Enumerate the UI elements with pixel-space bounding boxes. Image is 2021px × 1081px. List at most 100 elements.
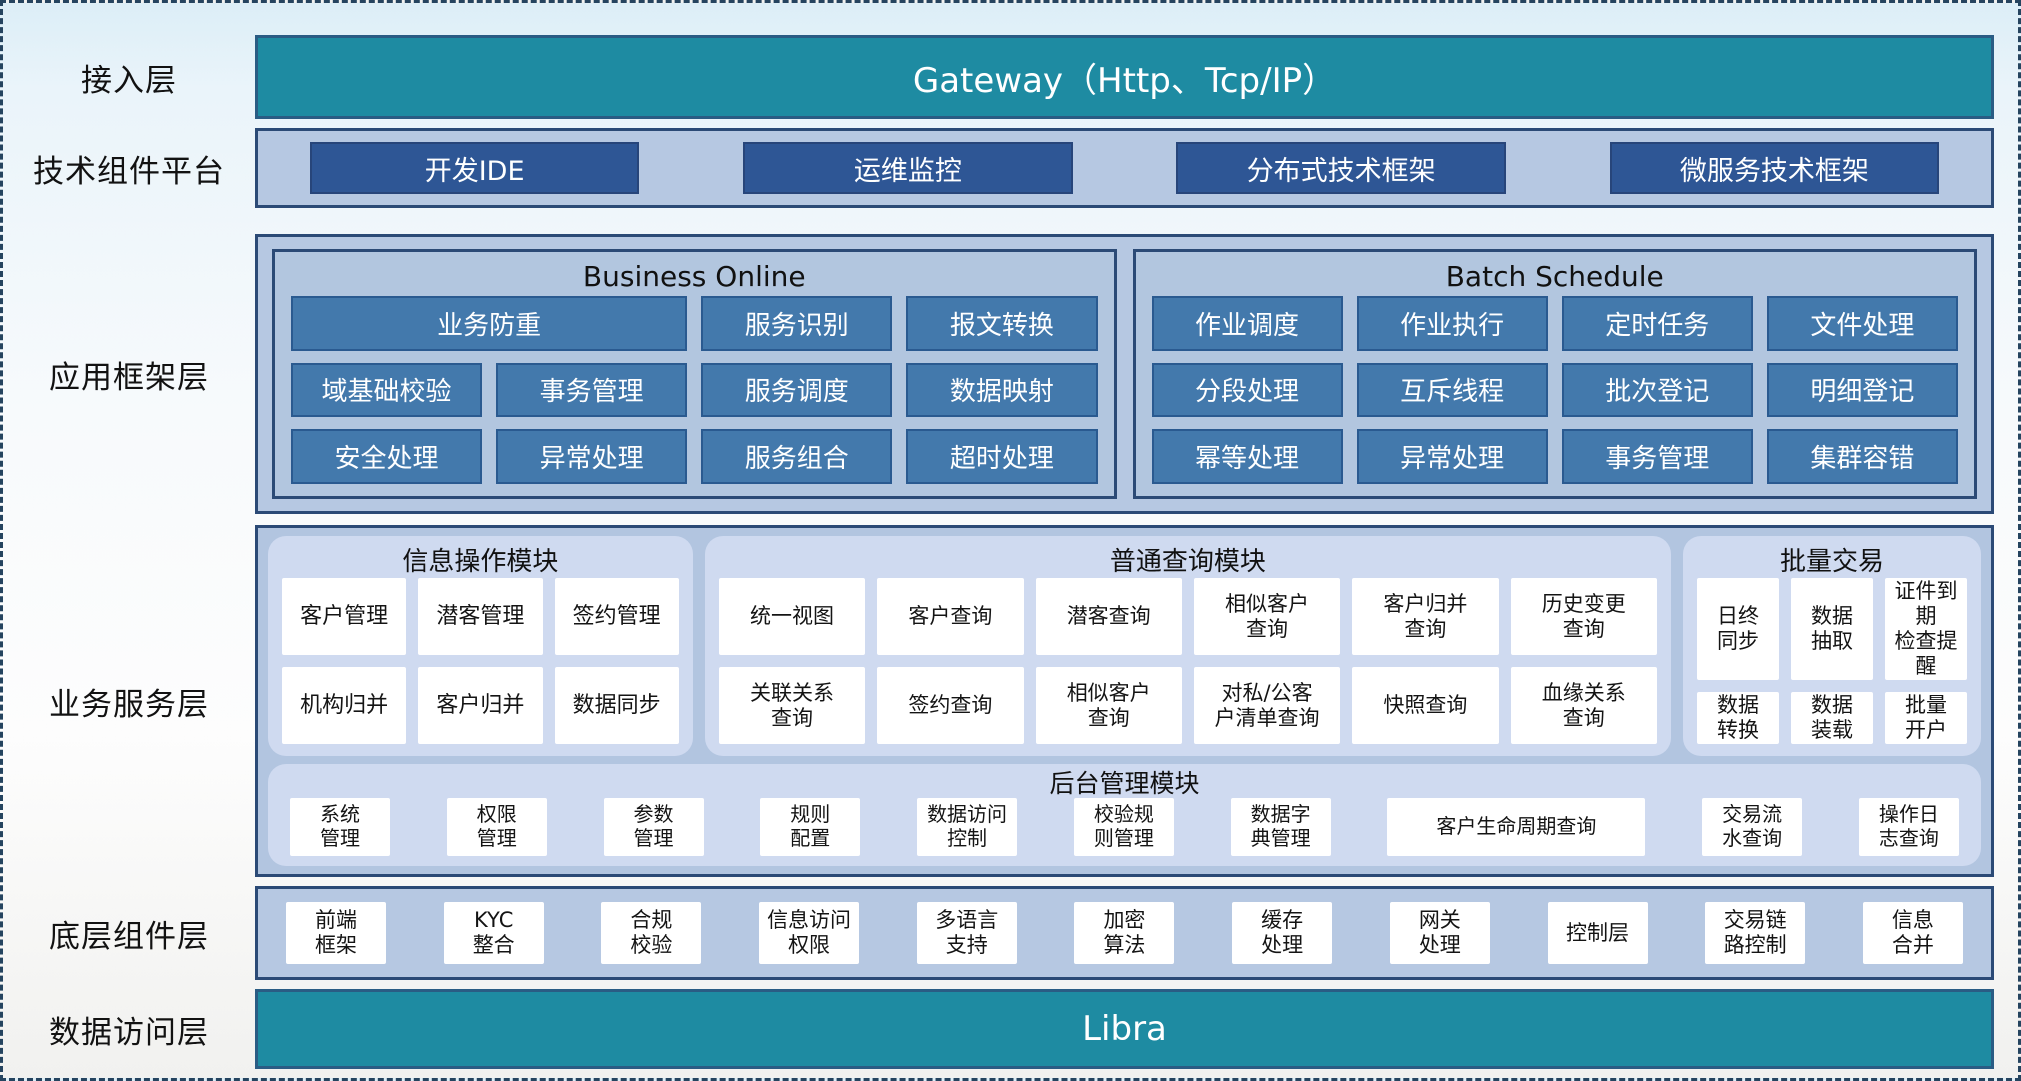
module-box: 互斥线程 bbox=[1356, 362, 1548, 418]
module-box: 事务管理 bbox=[1561, 429, 1753, 484]
module-box: 作业执行 bbox=[1356, 296, 1548, 351]
service-card: 快照查询 bbox=[1352, 667, 1499, 744]
component-card: KYC 整合 bbox=[443, 902, 544, 964]
batch-trade-grid: 日终 同步 数据 抽取 证件到期 检查提醒 数据 转换 数据 装载 批量 开户 bbox=[1696, 578, 1967, 744]
component-card: 控制层 bbox=[1547, 902, 1648, 964]
business-online-title: Business Online bbox=[582, 259, 806, 293]
info-ops-panel: 信息操作模块 客户管理 潜客管理 签约管理 机构归并 客户归并 数据同步 bbox=[268, 536, 693, 756]
service-card: 机构归并 bbox=[282, 667, 407, 744]
layer-label-tech-platform: 技术组件平台 bbox=[33, 153, 225, 190]
module-box: 明细登记 bbox=[1766, 362, 1958, 418]
service-card: 数据 抽取 bbox=[1790, 578, 1873, 680]
component-card: 网关 处理 bbox=[1389, 902, 1490, 964]
info-ops-grid: 客户管理 潜客管理 签约管理 机构归并 客户归并 数据同步 bbox=[282, 578, 679, 744]
business-online-grid: 业务防重 服务识别 报文转换 域基础校验 事务管理 服务调度 数据映射 安全处理… bbox=[291, 296, 1098, 484]
module-box: 文件处理 bbox=[1766, 296, 1958, 351]
service-card: 相似客户 查询 bbox=[1035, 667, 1182, 744]
business-service-container: 信息操作模块 客户管理 潜客管理 签约管理 机构归并 客户归并 数据同步 普通查… bbox=[255, 525, 1994, 877]
module-box: 业务防重 bbox=[291, 296, 688, 351]
module-box: 集群容错 bbox=[1766, 429, 1958, 484]
service-card: 权限 管理 bbox=[446, 798, 547, 856]
service-card: 交易流 水查询 bbox=[1702, 798, 1803, 856]
service-card: 相似客户 查询 bbox=[1193, 578, 1341, 655]
component-card: 交易链 路控制 bbox=[1705, 902, 1806, 964]
module-box: 定时任务 bbox=[1561, 296, 1753, 351]
module-box: 幂等处理 bbox=[1151, 429, 1343, 484]
layer-label-business-service: 业务服务层 bbox=[49, 686, 209, 723]
base-components-container: 前端 框架 KYC 整合 合规 校验 信息访问 权限 多语言 支持 加密 算法 … bbox=[255, 886, 1994, 980]
service-card: 客户归并 查询 bbox=[1352, 578, 1499, 655]
module-box: 数据映射 bbox=[906, 362, 1098, 418]
service-card: 潜客管理 bbox=[418, 578, 543, 655]
general-query-title: 普通查询模块 bbox=[1109, 546, 1266, 577]
module-box: 服务识别 bbox=[701, 296, 893, 351]
module-box: 服务组合 bbox=[701, 429, 893, 484]
service-card: 签约查询 bbox=[877, 667, 1024, 744]
service-card: 关联关系 查询 bbox=[718, 667, 866, 744]
batch-trade-title: 批量交易 bbox=[1779, 546, 1884, 577]
module-box: 安全处理 bbox=[291, 429, 483, 484]
module-box: 批次登记 bbox=[1561, 362, 1753, 418]
service-card: 数据访问 控制 bbox=[917, 798, 1018, 856]
service-card: 系统 管理 bbox=[290, 798, 390, 856]
tech-item-microservice-framework: 微服务技术框架 bbox=[1609, 142, 1939, 194]
layer-label-base-components: 底层组件层 bbox=[49, 918, 209, 955]
service-card: 操作日 志查询 bbox=[1858, 798, 1959, 856]
service-card: 数据同步 bbox=[554, 667, 679, 744]
general-query-grid: 统一视图 客户查询 潜客查询 相似客户 查询 客户归并 查询 历史变更 查询 关… bbox=[718, 578, 1657, 744]
service-card: 日终 同步 bbox=[1696, 578, 1779, 680]
batch-schedule-panel: Batch Schedule 作业调度 作业执行 定时任务 文件处理 分段处理 … bbox=[1132, 249, 1977, 499]
service-card: 数据字 典管理 bbox=[1230, 798, 1331, 856]
batch-trade-panel: 批量交易 日终 同步 数据 抽取 证件到期 检查提醒 数据 转换 数据 装载 批… bbox=[1682, 536, 1981, 756]
tech-platform-row: 技术组件平台 开发IDE 运维监控 分布式技术框架 微服务技术框架 bbox=[3, 128, 1994, 208]
access-layer-row: 接入层 Gateway（Http、Tcp/IP） bbox=[3, 35, 1994, 119]
service-card: 证件到期 检查提醒 bbox=[1884, 578, 1967, 680]
batch-schedule-title: Batch Schedule bbox=[1445, 259, 1664, 293]
service-card: 数据 装载 bbox=[1790, 691, 1873, 744]
component-card: 合规 校验 bbox=[601, 902, 702, 964]
service-card: 客户查询 bbox=[877, 578, 1024, 655]
tech-item-distributed-framework: 分布式技术框架 bbox=[1176, 142, 1506, 194]
component-card: 多语言 支持 bbox=[916, 902, 1017, 964]
service-card: 参数 管理 bbox=[603, 798, 704, 856]
service-card: 签约管理 bbox=[554, 578, 679, 655]
service-card: 历史变更 查询 bbox=[1510, 578, 1657, 655]
component-card: 信息 合并 bbox=[1862, 902, 1963, 964]
service-card: 规则 配置 bbox=[760, 798, 861, 856]
layer-label-data-access: 数据访问层 bbox=[49, 1014, 209, 1051]
layer-label-app-framework: 应用框架层 bbox=[49, 359, 209, 396]
service-card: 校验规 则管理 bbox=[1073, 798, 1174, 856]
module-box: 异常处理 bbox=[496, 429, 688, 484]
app-framework-container: Business Online 业务防重 服务识别 报文转换 域基础校验 事务管… bbox=[255, 234, 1994, 514]
module-box: 分段处理 bbox=[1151, 362, 1343, 418]
module-box: 超时处理 bbox=[906, 429, 1098, 484]
admin-module-title: 后台管理模块 bbox=[1049, 769, 1200, 798]
service-card: 潜客查询 bbox=[1035, 578, 1182, 655]
service-card: 客户归并 bbox=[418, 667, 543, 744]
libra-bar: Libra bbox=[255, 989, 1994, 1069]
business-service-top-row: 信息操作模块 客户管理 潜客管理 签约管理 机构归并 客户归并 数据同步 普通查… bbox=[268, 536, 1981, 756]
service-card: 批量 开户 bbox=[1884, 691, 1967, 744]
module-box: 事务管理 bbox=[496, 362, 688, 418]
service-card: 数据 转换 bbox=[1696, 691, 1779, 744]
app-framework-row: 应用框架层 Business Online 业务防重 服务识别 报文转换 域基础… bbox=[3, 234, 1994, 514]
module-box: 服务调度 bbox=[701, 362, 893, 418]
module-box: 域基础校验 bbox=[291, 362, 483, 418]
tech-item-ops-monitor: 运维监控 bbox=[743, 142, 1073, 194]
service-card: 客户生命周期查询 bbox=[1387, 798, 1646, 856]
component-card: 加密 算法 bbox=[1074, 902, 1175, 964]
business-online-panel: Business Online 业务防重 服务识别 报文转换 域基础校验 事务管… bbox=[272, 249, 1117, 499]
business-service-row: 业务服务层 信息操作模块 客户管理 潜客管理 签约管理 机构归并 客户归并 数据… bbox=[3, 525, 1994, 877]
admin-module-panel: 后台管理模块 系统 管理 权限 管理 参数 管理 规则 配置 数据访问 控制 校… bbox=[268, 764, 1981, 866]
info-ops-title: 信息操作模块 bbox=[402, 546, 559, 577]
module-box: 作业调度 bbox=[1151, 296, 1343, 351]
service-card: 客户管理 bbox=[282, 578, 407, 655]
service-card: 统一视图 bbox=[718, 578, 866, 655]
base-components-row: 底层组件层 前端 框架 KYC 整合 合规 校验 信息访问 权限 多语言 支持 … bbox=[3, 886, 1994, 980]
service-card: 对私/公客 户清单查询 bbox=[1193, 667, 1341, 744]
gateway-bar: Gateway（Http、Tcp/IP） bbox=[255, 35, 1994, 119]
tech-platform-container: 开发IDE 运维监控 分布式技术框架 微服务技术框架 bbox=[255, 128, 1994, 208]
service-card: 血缘关系 查询 bbox=[1510, 667, 1657, 744]
component-card: 信息访问 权限 bbox=[759, 902, 860, 964]
